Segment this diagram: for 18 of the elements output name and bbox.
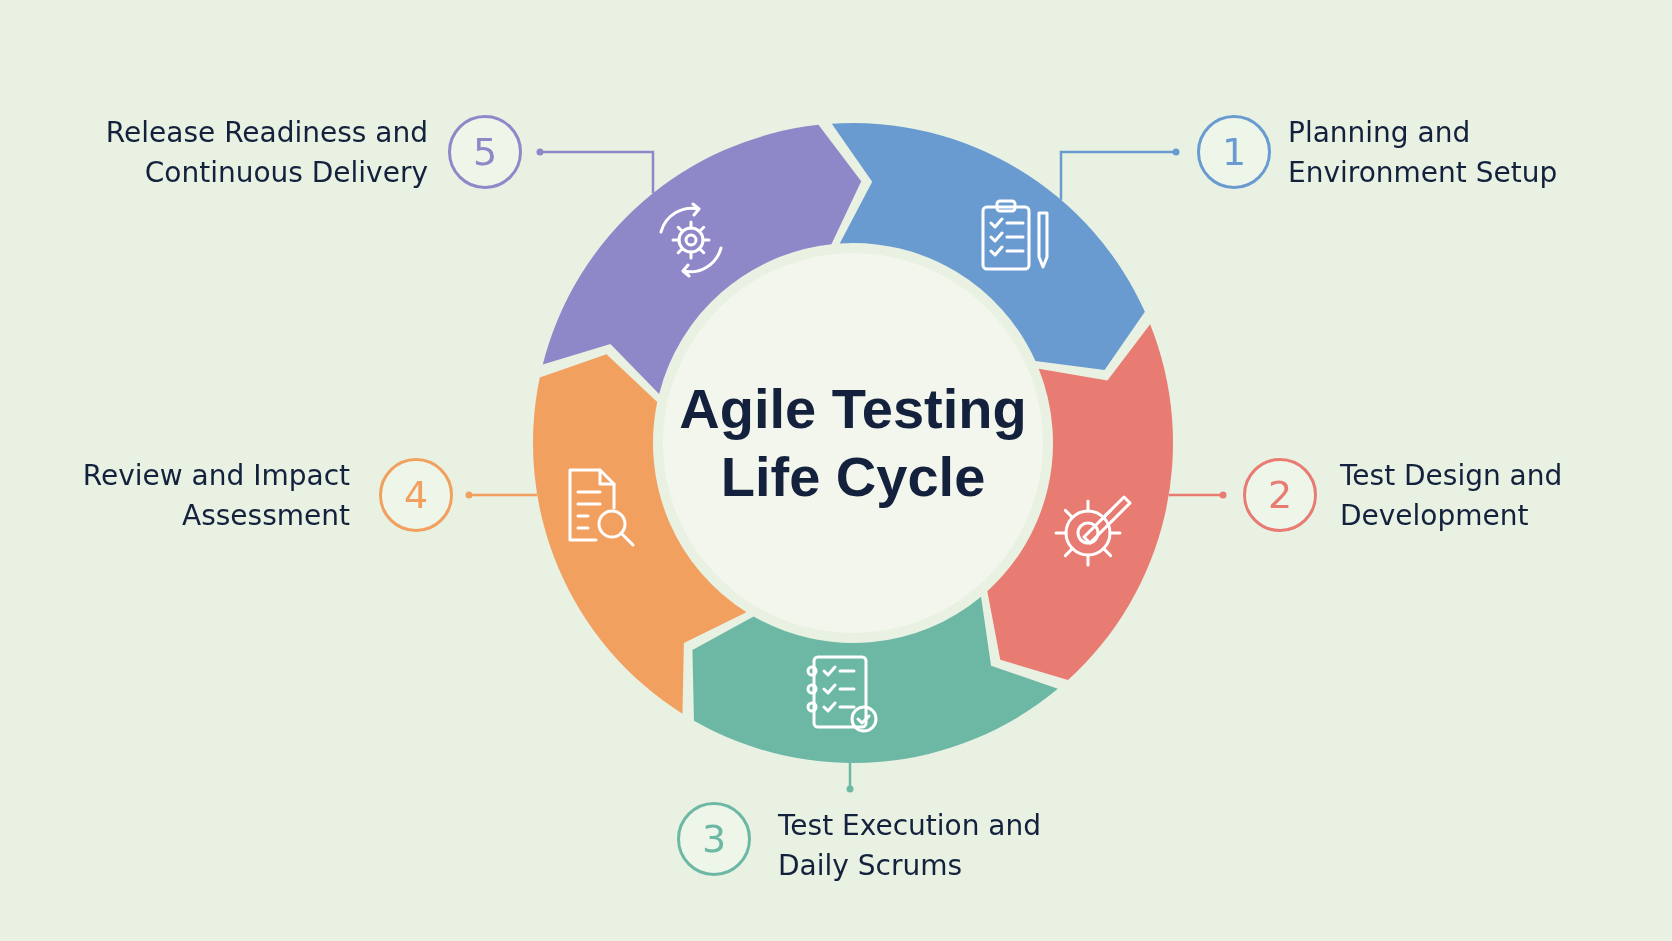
step-number: 5 — [448, 115, 522, 189]
step-label: Test Execution and Daily Scrums — [778, 808, 1043, 884]
step-label: Test Design and Development — [1340, 458, 1564, 534]
leader-line — [1168, 491, 1227, 499]
step-label: Planning and Environment Setup — [1288, 115, 1559, 191]
leader-line — [465, 491, 538, 499]
leader-line — [846, 763, 854, 793]
ring-segment — [692, 596, 1058, 763]
leader-line — [536, 148, 655, 194]
step-number: 4 — [379, 458, 453, 532]
ring-segment — [831, 123, 1145, 370]
step-number: 2 — [1243, 458, 1317, 532]
step-number: 3 — [677, 802, 751, 876]
leader-line — [1059, 148, 1180, 200]
center-label: Agile Testing Life Cycle — [678, 376, 1028, 510]
step-label: Release Readiness and Continuous Delivery — [104, 115, 428, 191]
step-number: 1 — [1197, 115, 1271, 189]
step-label: Review and Impact Assessment — [81, 458, 350, 534]
